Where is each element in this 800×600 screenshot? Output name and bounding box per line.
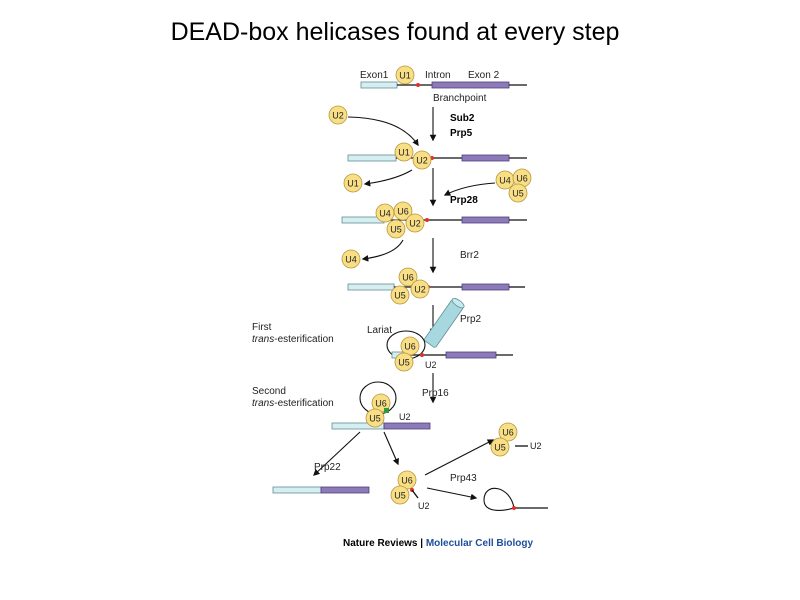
second-esterification-label: Second trans-esterification: [252, 386, 334, 409]
svg-text:U6: U6: [375, 399, 387, 409]
slide-title: DEAD-box helicases found at every step: [170, 18, 620, 46]
svg-text:U6: U6: [516, 174, 528, 184]
svg-text:U2: U2: [416, 156, 428, 166]
recycled-snrnps: U6 U5: [490, 422, 528, 457]
snrnp-cluster-row-4: U6 U2 U5: [390, 267, 430, 305]
svg-text:trans-esterification: trans-esterification: [252, 398, 334, 409]
u2-recycled-label: U2: [530, 441, 542, 451]
svg-text:U6: U6: [502, 428, 514, 438]
prp28-label: Prp28: [450, 195, 478, 206]
svg-text:U5: U5: [398, 358, 410, 368]
u4-snrnp-released: U4: [341, 249, 361, 269]
pre-mrna-row-2: [347, 154, 527, 162]
lariat-label: Lariat: [367, 325, 392, 336]
svg-text:U5: U5: [394, 491, 406, 501]
u2-snrnp-incoming: U2: [328, 105, 348, 125]
svg-text:U6: U6: [401, 476, 413, 486]
first-esterification-label: First trans-esterification: [252, 322, 334, 345]
ils-complex: U6 U5: [390, 470, 419, 505]
ils-arrow: [383, 431, 399, 466]
prp2-label: Prp2: [460, 314, 482, 325]
brr2-label: Brr2: [460, 250, 479, 261]
svg-text:U2: U2: [414, 285, 426, 295]
pre-mrna-row-4: [347, 283, 525, 291]
u1-snrnp-released: U1: [343, 173, 363, 193]
svg-text:U5: U5: [369, 414, 381, 424]
mature-mrna: [272, 486, 370, 494]
snrnp-cluster-row-3: U4 U6 U2 U5: [375, 201, 425, 239]
svg-text:U5: U5: [512, 189, 524, 199]
branchpoint-label: Branchpoint: [433, 93, 487, 104]
pre-mrna-row-1: [360, 81, 527, 89]
svg-text:U1: U1: [398, 148, 410, 158]
branch-junction-marker: [384, 408, 389, 413]
svg-text:U6: U6: [402, 273, 414, 283]
snrnp-cluster-row-6: U6 U5: [365, 393, 391, 428]
u2-snrnp-row-2: U2: [412, 150, 432, 170]
svg-text:Second: Second: [252, 386, 286, 397]
mrna-release-arrow: [313, 431, 361, 476]
snrnp-cluster-row-5: U6 U5: [394, 336, 420, 372]
svg-text:U1: U1: [347, 179, 359, 189]
svg-text:trans-esterification: trans-esterification: [252, 334, 334, 345]
prp43-label: Prp43: [450, 473, 477, 484]
u4-release-arrow: [361, 239, 404, 262]
released-intron-lariat: [483, 487, 548, 511]
intron-label: Intron: [425, 70, 451, 81]
sub2-label: Sub2: [450, 113, 475, 124]
snrnp-recycle-arrow: [424, 439, 495, 476]
svg-text:U4: U4: [499, 176, 511, 186]
exon1-label: Exon1: [360, 70, 389, 81]
svg-text:U2: U2: [409, 219, 421, 229]
tri-snrnp-incoming: U4 U6 U5: [495, 168, 532, 203]
lariat-release-arrow: [426, 487, 478, 501]
svg-text:First: First: [252, 322, 272, 333]
prp16-label: Prp16: [422, 388, 449, 399]
exon2-label: Exon 2: [468, 70, 500, 81]
branchpoint-marker: [416, 83, 420, 87]
u1-snrnp-row-1: U1: [395, 65, 415, 85]
prp5-label: Prp5: [450, 128, 473, 139]
svg-text:U4: U4: [345, 255, 357, 265]
u2-label: U2: [332, 111, 344, 121]
svg-text:U5: U5: [390, 225, 402, 235]
pre-mrna-row-3: [341, 216, 527, 224]
u1-release-arrow: [363, 169, 413, 187]
prp22-label: Prp22: [314, 462, 341, 473]
spliced-mrna-row-6: [331, 422, 431, 430]
u2-row6-label: U2: [399, 412, 411, 422]
svg-text:U6: U6: [397, 207, 409, 217]
svg-text:U6: U6: [404, 342, 416, 352]
svg-text:U5: U5: [394, 291, 406, 301]
u2-row5-label: U2: [425, 360, 437, 370]
u2-ils-label: U2: [418, 501, 430, 511]
exon1-bar: [360, 81, 398, 89]
tri-snrnp-join-arrow: [443, 182, 496, 196]
prp2-helicase: [424, 298, 465, 348]
u2-join-arrow: [347, 116, 419, 147]
u1-label: U1: [399, 71, 411, 81]
credit-line: Nature Reviews | Molecular Cell Biology: [343, 538, 534, 549]
u1-snrnp-row-2: U1: [394, 142, 414, 162]
svg-text:U5: U5: [494, 443, 506, 453]
svg-text:U4: U4: [379, 209, 391, 219]
exon2-bar: [431, 81, 510, 89]
